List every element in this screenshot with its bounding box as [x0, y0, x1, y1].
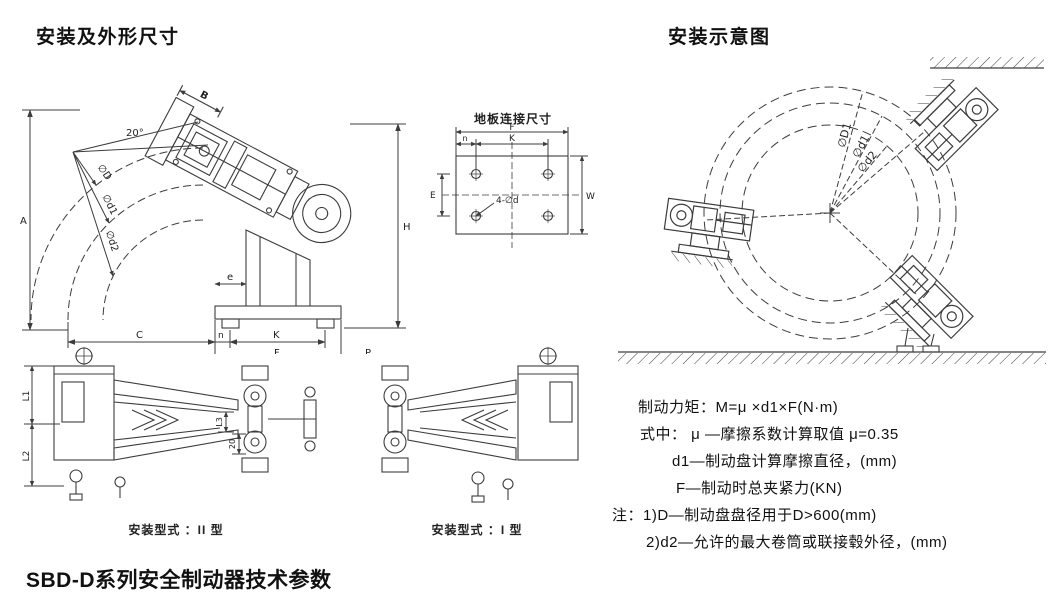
plate-dim-n-label: n: [462, 134, 467, 143]
plate-dim-W-label: W: [586, 192, 595, 202]
dim-P-label: P: [365, 348, 371, 354]
dia-d2-label: ∅d2: [103, 229, 120, 253]
installation-schematic-figure: ∅D1 ∅d1 ∅d2: [612, 50, 1054, 382]
type-i-parts: [381, 347, 579, 503]
angle-label: 20°: [126, 128, 144, 139]
plate-dim-K-label: K: [509, 134, 516, 144]
section-title-dimensions: 安装及外形尺寸: [36, 27, 180, 48]
radius-fan-lines: [72, 121, 209, 277]
dim-B-label: B: [198, 89, 210, 102]
dim-L1-label: L1: [22, 391, 32, 402]
brake-unit-top-right: [893, 65, 999, 172]
dia-D-label: ∅D: [95, 163, 114, 183]
plate-dim-E-label: E: [430, 191, 436, 201]
plate-outline: [442, 142, 582, 248]
ceiling-hatch: [930, 57, 1044, 69]
dim-L3-label: L3: [215, 417, 224, 427]
dim-e-label: e: [227, 272, 233, 283]
dim-A-label: A: [20, 216, 27, 227]
type-ii-figure: L1 L2 L3 20: [20, 336, 332, 518]
formula-torque: 制动力矩：M=μ ×d1×F(N·m): [638, 399, 839, 416]
floor-plate-title: 地板连接尺寸: [473, 112, 552, 126]
dim-n-label: n: [218, 331, 224, 341]
floor-plate-drawing: F K n 4-∅d W E: [430, 124, 595, 248]
brake-unit-left: [659, 197, 755, 272]
dim-C-label: C: [136, 330, 143, 341]
bottom-unit-legs: [896, 327, 940, 353]
disc-circles: [703, 86, 957, 340]
plate-dimensions: [437, 127, 588, 235]
dim-K-label: K: [273, 330, 280, 341]
pedestal: [214, 229, 342, 329]
caliper-body: B: [144, 84, 352, 244]
formula-mu: 式中： μ —摩擦系数计算取值 μ=0.35: [640, 426, 899, 443]
plate-dim-F-label: F: [509, 124, 514, 133]
type-i-caption: 安装型式 ：I 型: [431, 523, 523, 537]
type-i-drawing: [381, 347, 579, 503]
dim-H-label: H: [403, 222, 411, 233]
type-ii-caption: 安装型式 ：II 型: [128, 523, 224, 537]
dim-F-label: F: [274, 348, 280, 354]
type-ii-dimensions: [24, 365, 246, 487]
note-2: 2)d2—允许的最大卷筒或联接毂外径，(mm): [646, 534, 948, 551]
disc-arcs: [30, 147, 204, 321]
formula-d1: d1—制动盘计算摩擦直径，(mm): [672, 453, 898, 470]
main-dimension-drawing: 20° ∅D ∅d1 ∅d2 B: [20, 84, 411, 354]
schematic-dia-D1-label: ∅D1: [835, 121, 854, 149]
section-title-schematic: 安装示意图: [668, 27, 771, 48]
note-1: 注：1)D—制动盘盘径用于D>600(mm): [612, 507, 877, 524]
params-section-title: SBD-D系列安全制动器技术参数: [26, 569, 332, 592]
formula-F: F—制动时总夹紧力(KN): [676, 480, 843, 497]
main-dimension-figure: 20° ∅D ∅d1 ∅d2 B: [8, 52, 428, 354]
dimension-lines: [22, 109, 406, 354]
type-ii-parts: [53, 347, 317, 501]
ground-hatch: [618, 351, 1046, 364]
dia-d1-label: ∅d1: [99, 193, 119, 217]
dim-L2-label: L2: [22, 451, 32, 462]
brake-unit-bottom-right: [868, 254, 974, 361]
installation-schematic: ∅D1 ∅d1 ∅d2: [618, 57, 1046, 364]
formula-block: 制动力矩：M=μ ×d1×F(N·m) 式中： μ —摩擦系数计算取值 μ=0.…: [612, 394, 1057, 556]
plate-holes-label: 4-∅d: [496, 196, 519, 206]
dim-20-label: 20: [228, 439, 237, 449]
type-ii-drawing: L1 L2 L3 20: [22, 347, 317, 501]
type-i-figure: [358, 338, 596, 518]
floor-plate-figure: F K n 4-∅d W E: [428, 124, 598, 289]
